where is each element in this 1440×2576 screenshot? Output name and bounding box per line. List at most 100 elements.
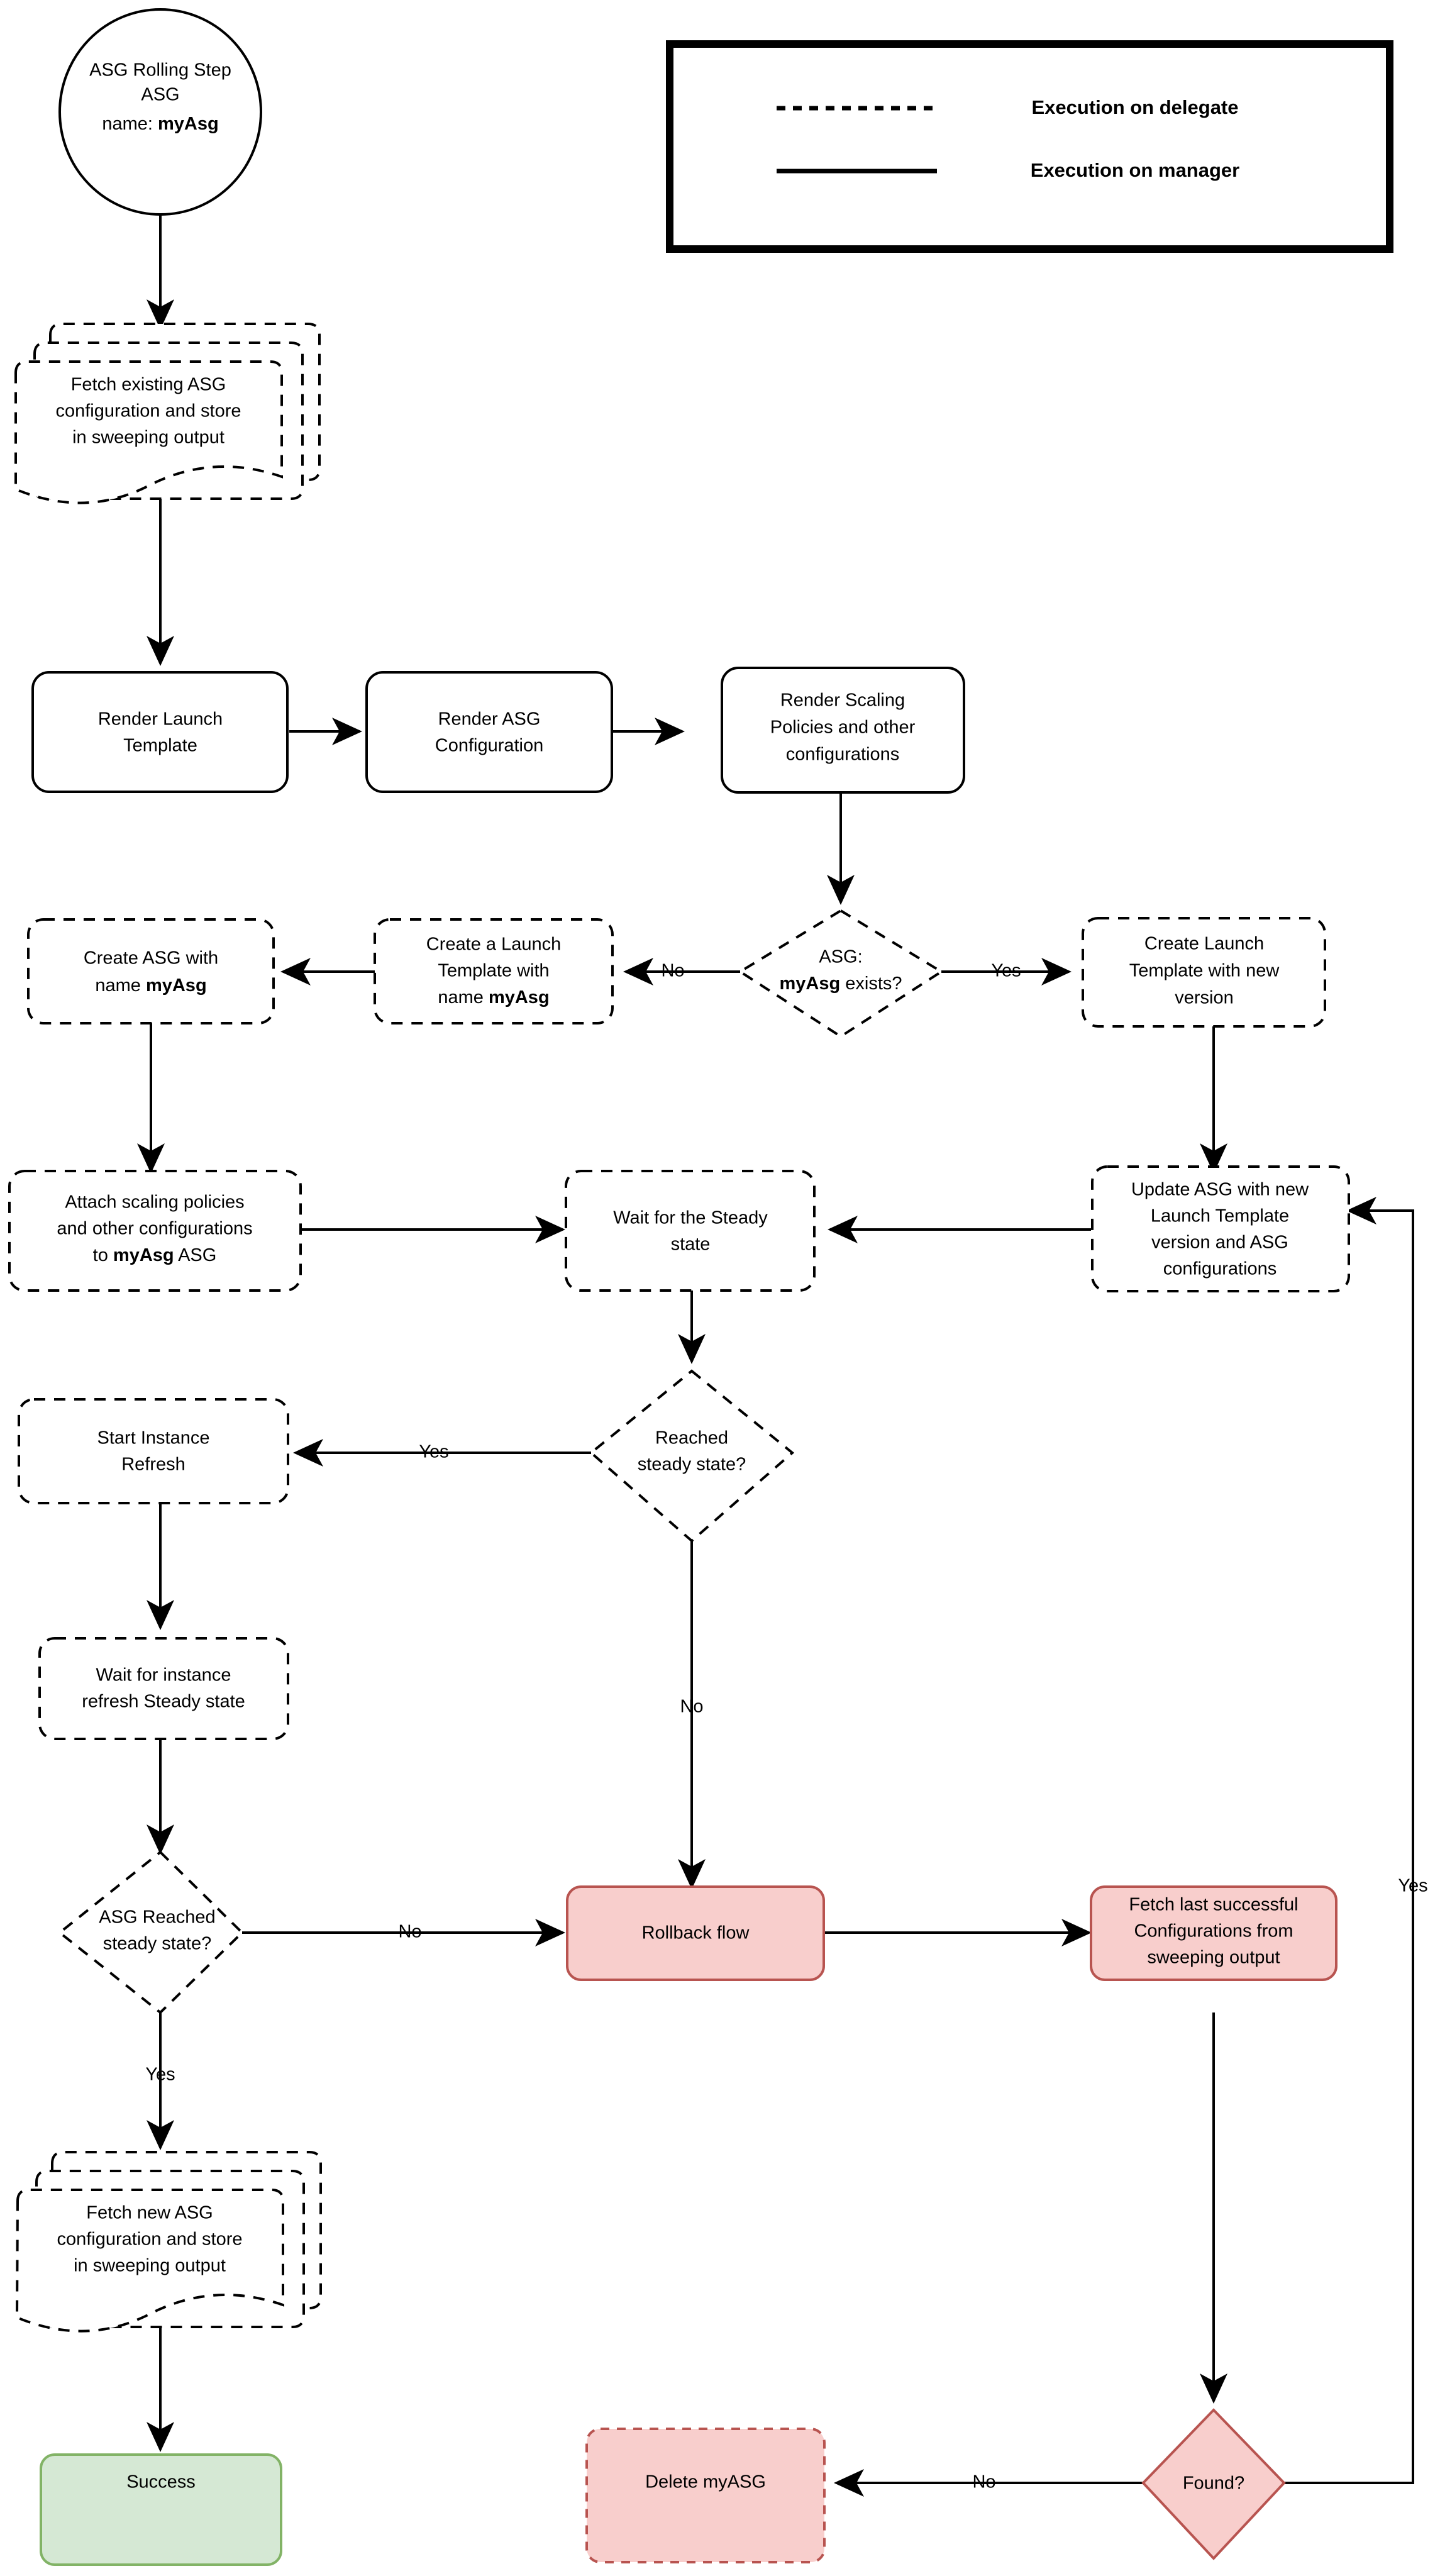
node-update-asg[interactable]: Update ASG with new Launch Template vers… xyxy=(1091,1165,1350,1292)
fetch-last-successful-box[interactable] xyxy=(1090,1885,1338,1981)
rollback-flow-label: Rollback flow xyxy=(642,1923,750,1943)
node-asg-exists-decision[interactable]: ASG: myAsg exists? xyxy=(738,909,944,1038)
fetch-new-asg-label-line3: in sweeping output xyxy=(74,2256,226,2276)
create-asg-name-prefix: name xyxy=(95,975,146,996)
edge-label-no-found: No xyxy=(972,2472,995,2492)
fetch-new-asg-label-line2: configuration and store xyxy=(57,2229,242,2250)
start-label-line2: ASG xyxy=(141,85,179,105)
attach-scaling-label-line2: and other configurations xyxy=(57,1219,252,1239)
start-ellipse[interactable] xyxy=(58,8,262,216)
legend-delegate-label: Execution on delegate xyxy=(1031,96,1238,118)
start-instance-refresh-label-line2: Refresh xyxy=(121,1455,186,1475)
render-launch-template-label-line2: Template xyxy=(123,736,197,756)
create-lt-new-label-line1: Create Launch xyxy=(1144,934,1264,954)
attach-scaling-policies-box[interactable] xyxy=(8,1170,302,1292)
success-box[interactable] xyxy=(40,2453,282,2566)
asg-reached-label-line2: steady state? xyxy=(103,1934,212,1954)
reached-steady-state-diamond[interactable] xyxy=(589,1369,795,1543)
create-launch-template-named-box[interactable] xyxy=(374,918,614,1024)
node-fetch-existing-asg[interactable]: Fetch existing ASG configuration and sto… xyxy=(14,323,321,504)
create-lt-named-label-line3: name myAsg xyxy=(438,987,549,1008)
wait-for-steady-state-box[interactable] xyxy=(565,1170,816,1292)
create-asg-box[interactable] xyxy=(27,918,275,1024)
update-asg-label-line2: Launch Template xyxy=(1151,1206,1289,1226)
node-wait-for-steady-state[interactable]: Wait for the Steady state xyxy=(565,1170,816,1292)
fetch-last-label-line3: sweeping output xyxy=(1147,1948,1280,1968)
attach-scaling-name: myAsg xyxy=(113,1245,174,1265)
edge-label-no-reached: No xyxy=(680,1697,703,1717)
update-asg-label-line1: Update ASG with new xyxy=(1131,1180,1309,1200)
render-launch-template-box[interactable] xyxy=(31,671,289,793)
node-wait-instance-refresh[interactable]: Wait for instance refresh Steady state xyxy=(38,1637,289,1740)
node-rollback-flow[interactable]: Rollback flow xyxy=(566,1885,825,1981)
node-delete-myasg[interactable]: Delete myASG xyxy=(585,2428,826,2563)
render-asg-configuration-label-line2: Configuration xyxy=(435,736,544,756)
node-reached-steady-state-decision[interactable]: Reached steady state? xyxy=(589,1369,795,1543)
node-create-launch-template-named[interactable]: Create a Launch Template with name myAsg xyxy=(374,918,614,1024)
attach-scaling-prefix: to xyxy=(93,1245,113,1265)
attach-scaling-label-line3: to myAsg ASG xyxy=(93,1245,217,1265)
wait-steady-label-line1: Wait for the Steady xyxy=(613,1208,768,1228)
create-lt-named-prefix: name xyxy=(438,987,489,1008)
fetch-existing-doc-layer-front[interactable] xyxy=(14,360,283,504)
node-create-launch-template-new-version[interactable]: Create Launch Template with new version xyxy=(1082,917,1326,1028)
fetch-new-asg-label-line1: Fetch new ASG xyxy=(86,2203,213,2223)
node-success[interactable]: Success xyxy=(40,2453,282,2566)
create-launch-template-new-box[interactable] xyxy=(1082,917,1326,1028)
edge-label-no-exists: No xyxy=(661,961,684,981)
attach-scaling-suffix: ASG xyxy=(174,1245,217,1265)
fetch-existing-label-line2: configuration and store xyxy=(55,401,241,421)
asg-exists-label-line2: myAsg exists? xyxy=(779,974,902,994)
node-attach-scaling-policies[interactable]: Attach scaling policies and other config… xyxy=(8,1170,302,1292)
rollback-flow-box[interactable] xyxy=(566,1885,825,1981)
attach-scaling-label-line1: Attach scaling policies xyxy=(65,1192,244,1213)
asg-exists-label-line1: ASG: xyxy=(819,947,862,967)
asg-exists-diamond[interactable] xyxy=(738,909,944,1038)
node-render-launch-template[interactable]: Render Launch Template xyxy=(31,671,289,793)
asg-reached-label-line1: ASG Reached xyxy=(99,1907,215,1928)
node-found-decision[interactable]: Found? xyxy=(1141,2408,1286,2560)
found-diamond[interactable] xyxy=(1141,2408,1286,2560)
create-lt-named-label-line1: Create a Launch xyxy=(426,935,561,955)
node-start-instance-refresh[interactable]: Start Instance Refresh xyxy=(18,1398,289,1504)
update-asg-label-line3: version and ASG xyxy=(1151,1233,1288,1253)
legend: Execution on delegate Execution on manag… xyxy=(666,40,1393,253)
create-lt-named-label-line2: Template with xyxy=(438,961,549,981)
reached-steady-label-line2: steady state? xyxy=(638,1455,746,1475)
create-asg-label-line2: name myAsg xyxy=(95,975,206,996)
legend-box xyxy=(666,40,1393,253)
asg-exists-name: myAsg xyxy=(779,974,840,994)
node-start[interactable]: ASG Rolling Step ASG name: myAsg xyxy=(58,8,262,216)
node-fetch-new-asg-config[interactable]: Fetch new ASG configuration and store in… xyxy=(15,2151,322,2333)
delete-myasg-box[interactable] xyxy=(585,2428,826,2563)
create-asg-name-value: myAsg xyxy=(146,975,207,996)
node-render-asg-configuration[interactable]: Render ASG Configuration xyxy=(365,671,613,793)
create-lt-named-value: myAsg xyxy=(489,987,550,1008)
fetch-existing-label-line1: Fetch existing ASG xyxy=(71,375,226,395)
render-launch-template-label-line1: Render Launch xyxy=(98,709,223,730)
edge-label-yes-reached: Yes xyxy=(419,1442,448,1462)
node-fetch-last-successful[interactable]: Fetch last successful Configurations fro… xyxy=(1090,1885,1338,1981)
render-scaling-policies-box[interactable] xyxy=(721,667,965,794)
delete-myasg-label: Delete myASG xyxy=(645,2472,766,2492)
update-asg-label-line4: configurations xyxy=(1163,1259,1277,1279)
node-create-asg[interactable]: Create ASG with name myAsg xyxy=(27,918,275,1024)
wait-instance-refresh-label-line1: Wait for instance xyxy=(96,1665,231,1685)
start-label-line3: name: myAsg xyxy=(102,114,218,134)
start-instance-refresh-label-line1: Start Instance xyxy=(97,1428,210,1448)
update-asg-box[interactable] xyxy=(1091,1165,1350,1292)
render-scaling-label-line1: Render Scaling xyxy=(780,691,905,711)
render-asg-configuration-box[interactable] xyxy=(365,671,613,793)
edge-label-yes-asg-reached: Yes xyxy=(145,2065,175,2085)
wait-instance-refresh-label-line2: refresh Steady state xyxy=(82,1692,245,1712)
asg-reached-steady-state-diamond[interactable] xyxy=(57,1850,244,2014)
render-asg-configuration-label-line1: Render ASG xyxy=(438,709,541,730)
node-asg-reached-steady-state-decision[interactable]: ASG Reached steady state? xyxy=(57,1850,244,2014)
start-instance-refresh-box[interactable] xyxy=(18,1398,289,1504)
wait-instance-refresh-box[interactable] xyxy=(38,1637,289,1740)
create-asg-label-line1: Create ASG with xyxy=(84,948,218,969)
node-render-scaling-policies[interactable]: Render Scaling Policies and other config… xyxy=(721,667,965,794)
fetch-new-asg-doc-layer-front[interactable] xyxy=(15,2189,284,2333)
start-label-line1: ASG Rolling Step xyxy=(89,60,231,80)
